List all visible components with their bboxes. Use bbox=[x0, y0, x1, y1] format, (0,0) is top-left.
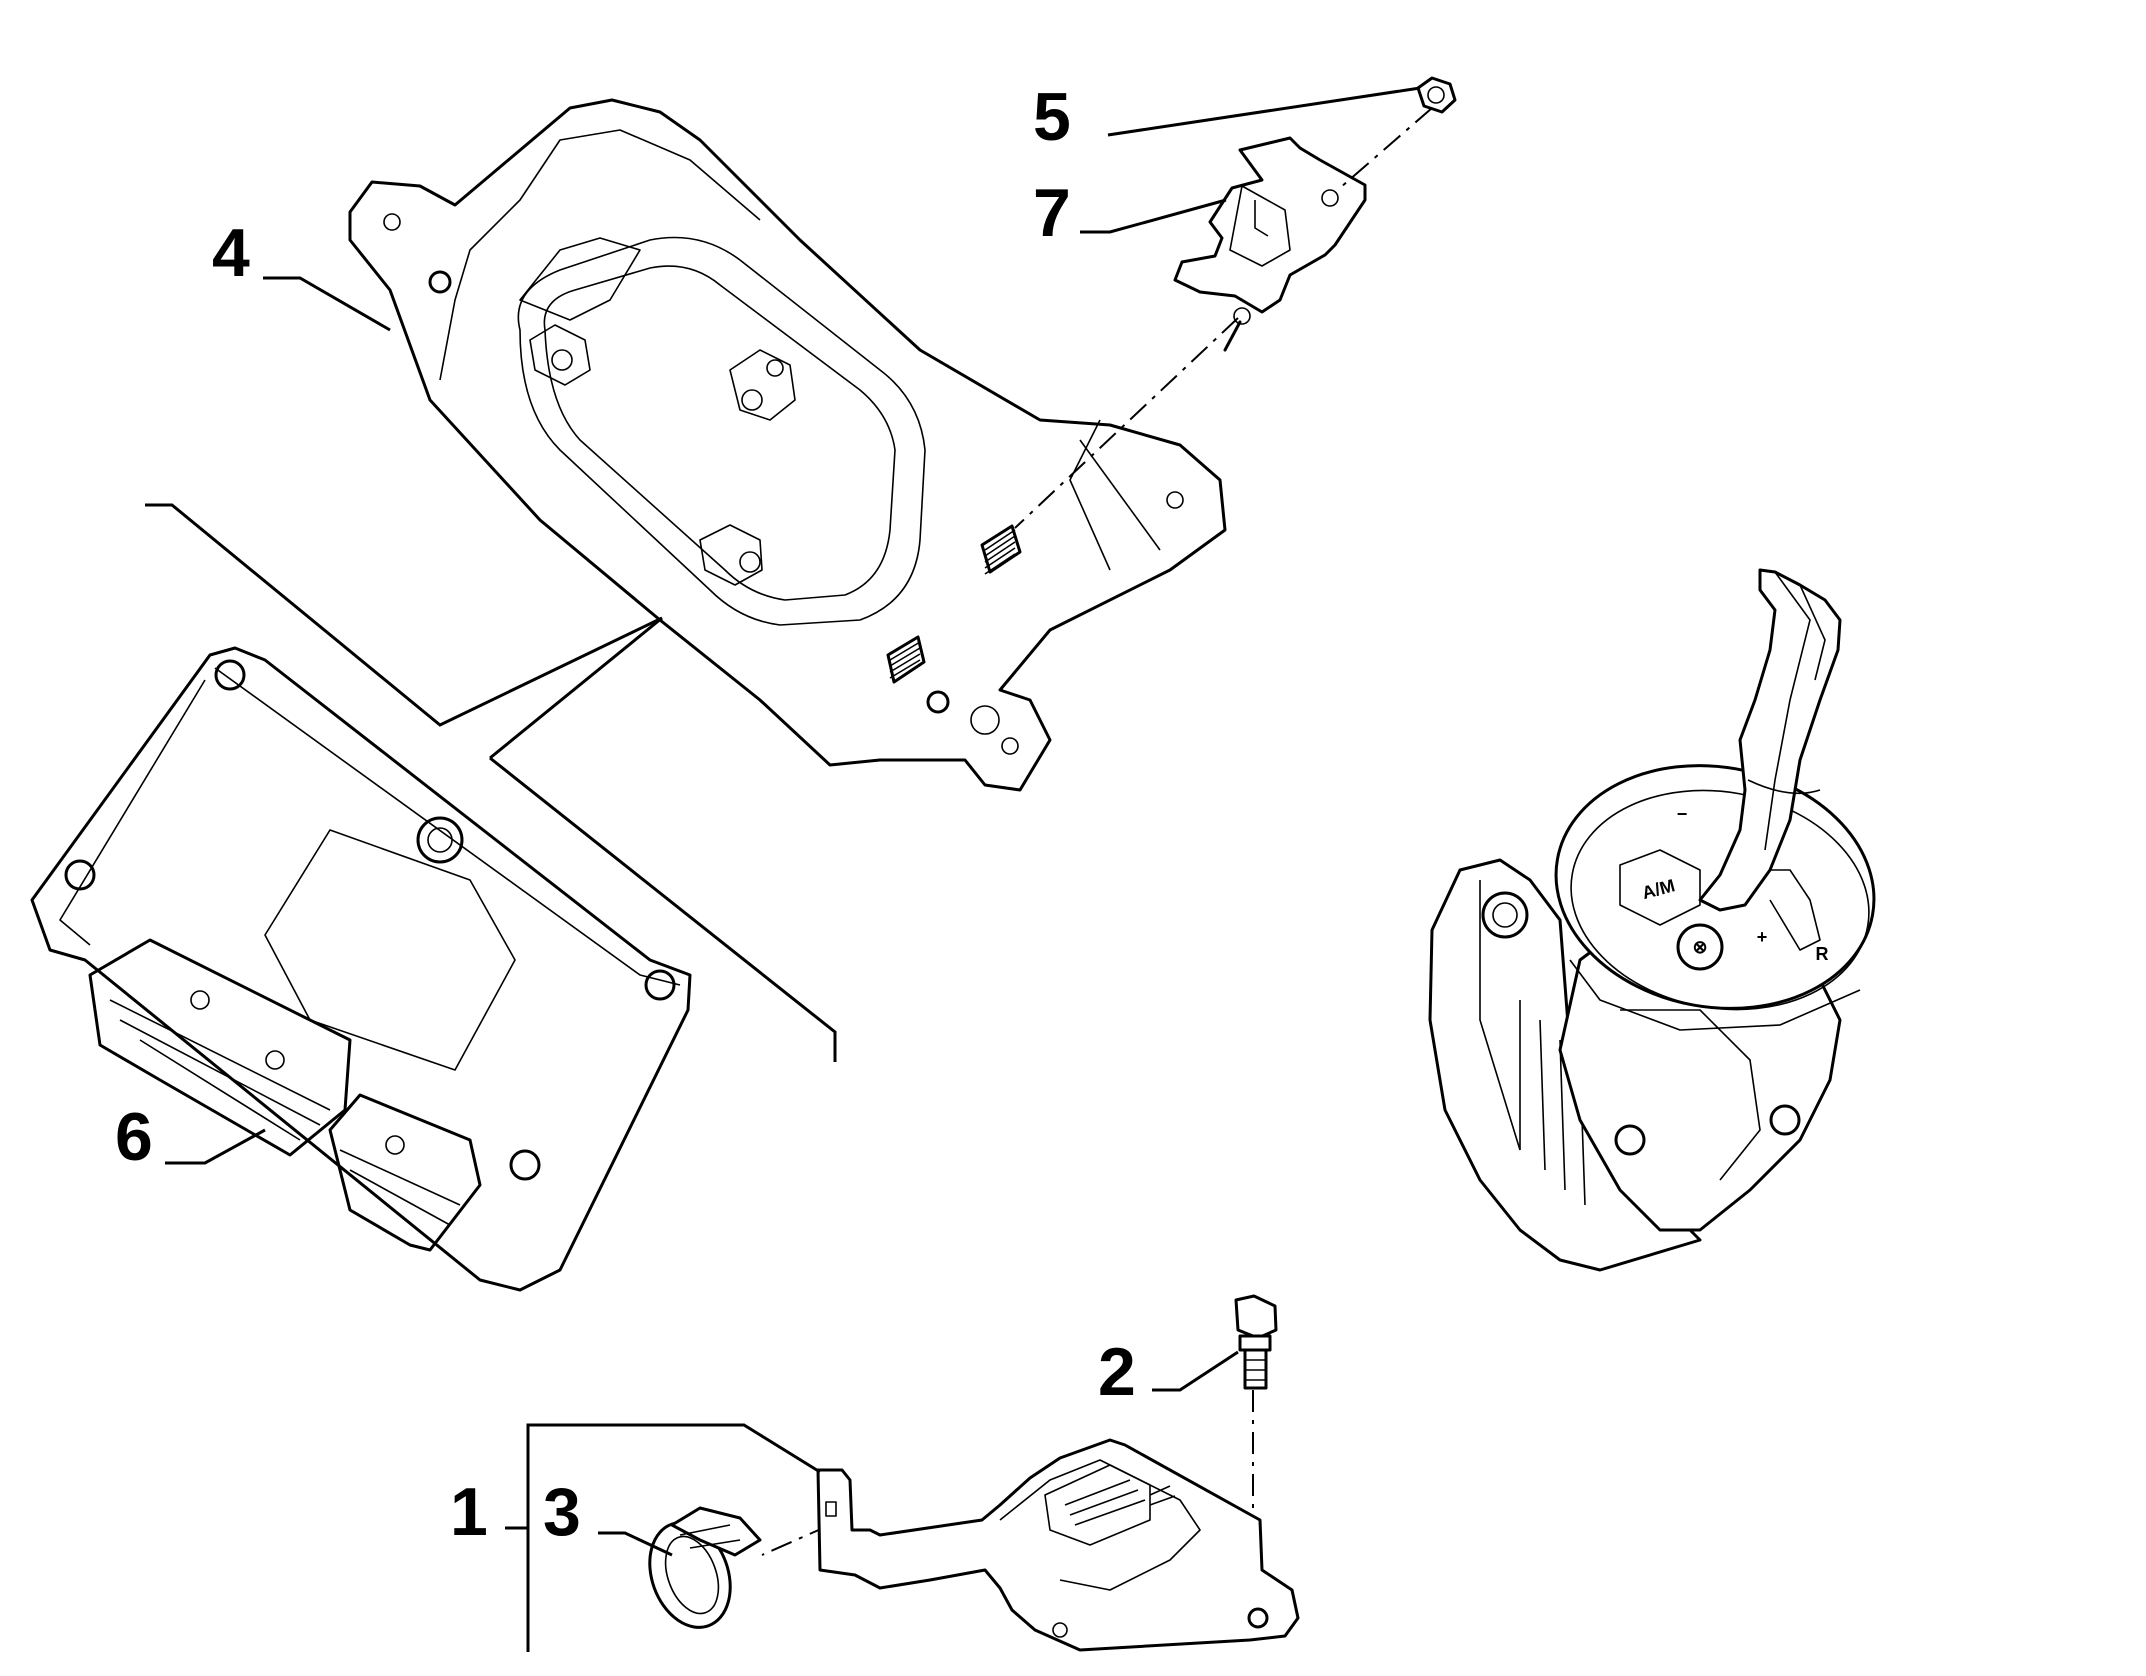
stud-lower bbox=[886, 635, 926, 684]
nut-part-5 bbox=[1416, 76, 1457, 114]
clip-part-7 bbox=[1173, 136, 1367, 352]
expansion-line-upper bbox=[145, 503, 663, 727]
callout-4: 4 bbox=[212, 215, 250, 291]
label-minus: − bbox=[1677, 804, 1688, 824]
expansion-line-lower bbox=[489, 616, 663, 760]
callout-2: 2 bbox=[1098, 1334, 1136, 1410]
screw-part-2 bbox=[1234, 1294, 1278, 1390]
manual-button-symbol: ⊗ bbox=[1692, 937, 1707, 957]
bracket-part-4 bbox=[348, 98, 1227, 792]
callout-6: 6 bbox=[115, 1099, 153, 1175]
leader-lines bbox=[165, 86, 1421, 1652]
control-unit-part-6 bbox=[30, 646, 692, 1292]
expansion-line-right bbox=[489, 756, 837, 1062]
label-plus: + bbox=[1757, 927, 1768, 947]
connector-block-right bbox=[328, 1093, 482, 1252]
label-reverse: R bbox=[1816, 944, 1829, 964]
axis-line-stud bbox=[1014, 317, 1239, 529]
connector-block-left bbox=[88, 938, 352, 1157]
clamp-part-3 bbox=[648, 1506, 762, 1629]
callout-7: 7 bbox=[1033, 175, 1071, 251]
stud-upper bbox=[980, 524, 1022, 575]
callout-3: 3 bbox=[543, 1474, 581, 1550]
gear-shifter-assembly: ⊗ A/M − + R bbox=[1428, 568, 1876, 1272]
axis-line-nut bbox=[1339, 107, 1433, 189]
callout-5: 5 bbox=[1033, 79, 1071, 155]
bracket-part-1 bbox=[816, 1438, 1300, 1652]
callout-1: 1 bbox=[450, 1474, 488, 1550]
